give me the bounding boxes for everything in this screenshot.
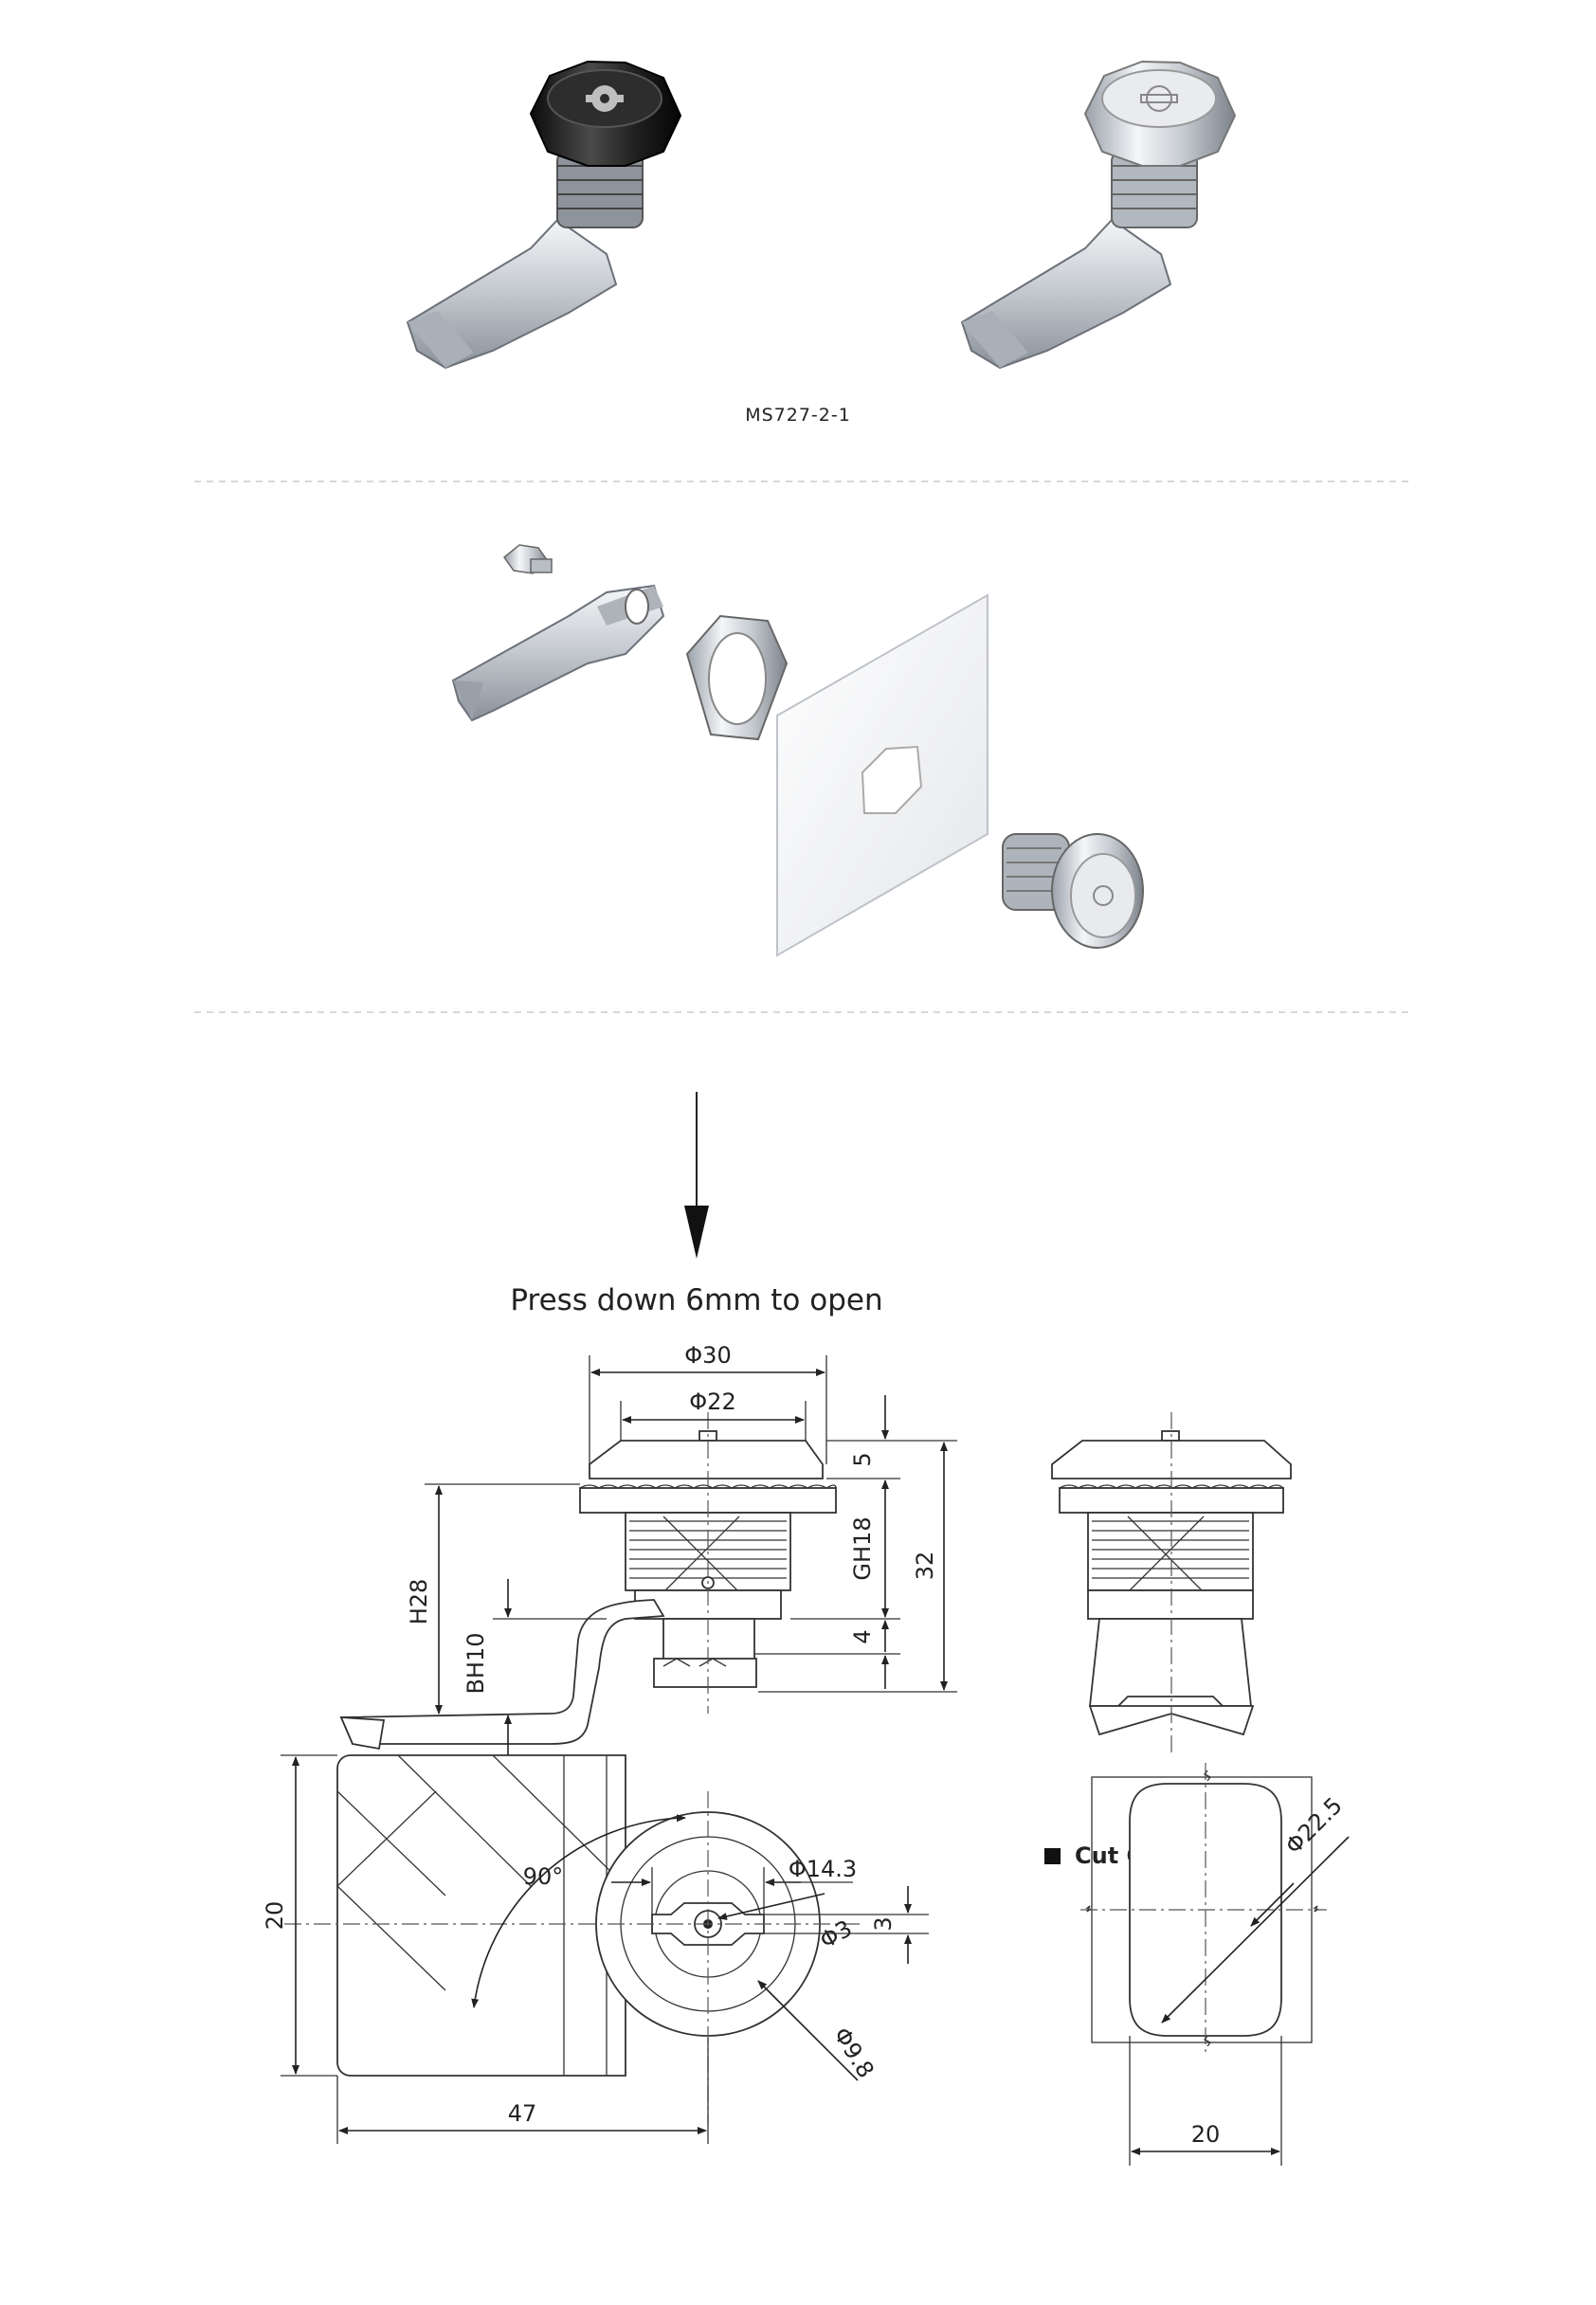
dim-cutout-width (1129, 2036, 1282, 2166)
dim-w20 (281, 1754, 337, 2077)
dim-d3-label: Φ3 (815, 1915, 857, 1953)
dim-angle-90 (471, 1814, 686, 2008)
panel-icon (776, 593, 988, 957)
dim-cutout-diag (1161, 1836, 1350, 2024)
lock-body-icon (1002, 833, 1144, 949)
dim-d30 (589, 1355, 827, 1464)
dim-w3 (764, 1886, 929, 1964)
screw-icon (502, 544, 553, 574)
side-view (1051, 1412, 1292, 1753)
dim-angle90-label: 90° (523, 1863, 564, 1890)
dim-gh18-label: GH18 (849, 1516, 876, 1580)
press-note: Press down 6mm to open (510, 1283, 882, 1317)
dim-d14-3-label: Φ14.3 (789, 1856, 857, 1882)
hex-nut-icon (685, 614, 789, 741)
dim-d3 (717, 1893, 825, 1920)
dim-h4-label: 4 (849, 1629, 876, 1643)
cutout-view (1080, 1763, 1327, 2057)
dim-w3-label: 3 (870, 1916, 897, 1931)
cam-icon (451, 584, 665, 722)
dim-right-stack (754, 1395, 957, 1693)
cutout-diag-label: Φ22.5 (1280, 1792, 1348, 1860)
dim-d22 (620, 1401, 807, 1441)
dim-d30-label: Φ30 (684, 1342, 731, 1369)
dim-w20-label: 20 (262, 1901, 288, 1931)
cutout-bullet-icon (1044, 1848, 1061, 1864)
model-label: MS727-2-1 (745, 405, 851, 426)
dim-h28-label: H28 (406, 1579, 432, 1625)
cutout-width-label: 20 (1191, 2121, 1221, 2148)
dim-bh10-label: BH10 (462, 1632, 489, 1694)
dim-d9-8 (757, 1980, 859, 2081)
dim-l47-label: 47 (508, 2100, 537, 2127)
dim-h5-label: 5 (849, 1452, 876, 1466)
top-view (284, 1754, 862, 2123)
press-arrow (684, 1092, 709, 1259)
dim-d14-3 (611, 1867, 853, 1915)
dim-d9-8-label: Φ9.8 (828, 2023, 880, 2082)
dim-h32-label: 32 (912, 1552, 938, 1581)
dim-d22-label: Φ22 (689, 1388, 735, 1415)
black-cam-lock-icon (406, 60, 682, 370)
dim-l47 (336, 2038, 709, 2144)
chrome-cam-lock-icon (960, 60, 1237, 370)
